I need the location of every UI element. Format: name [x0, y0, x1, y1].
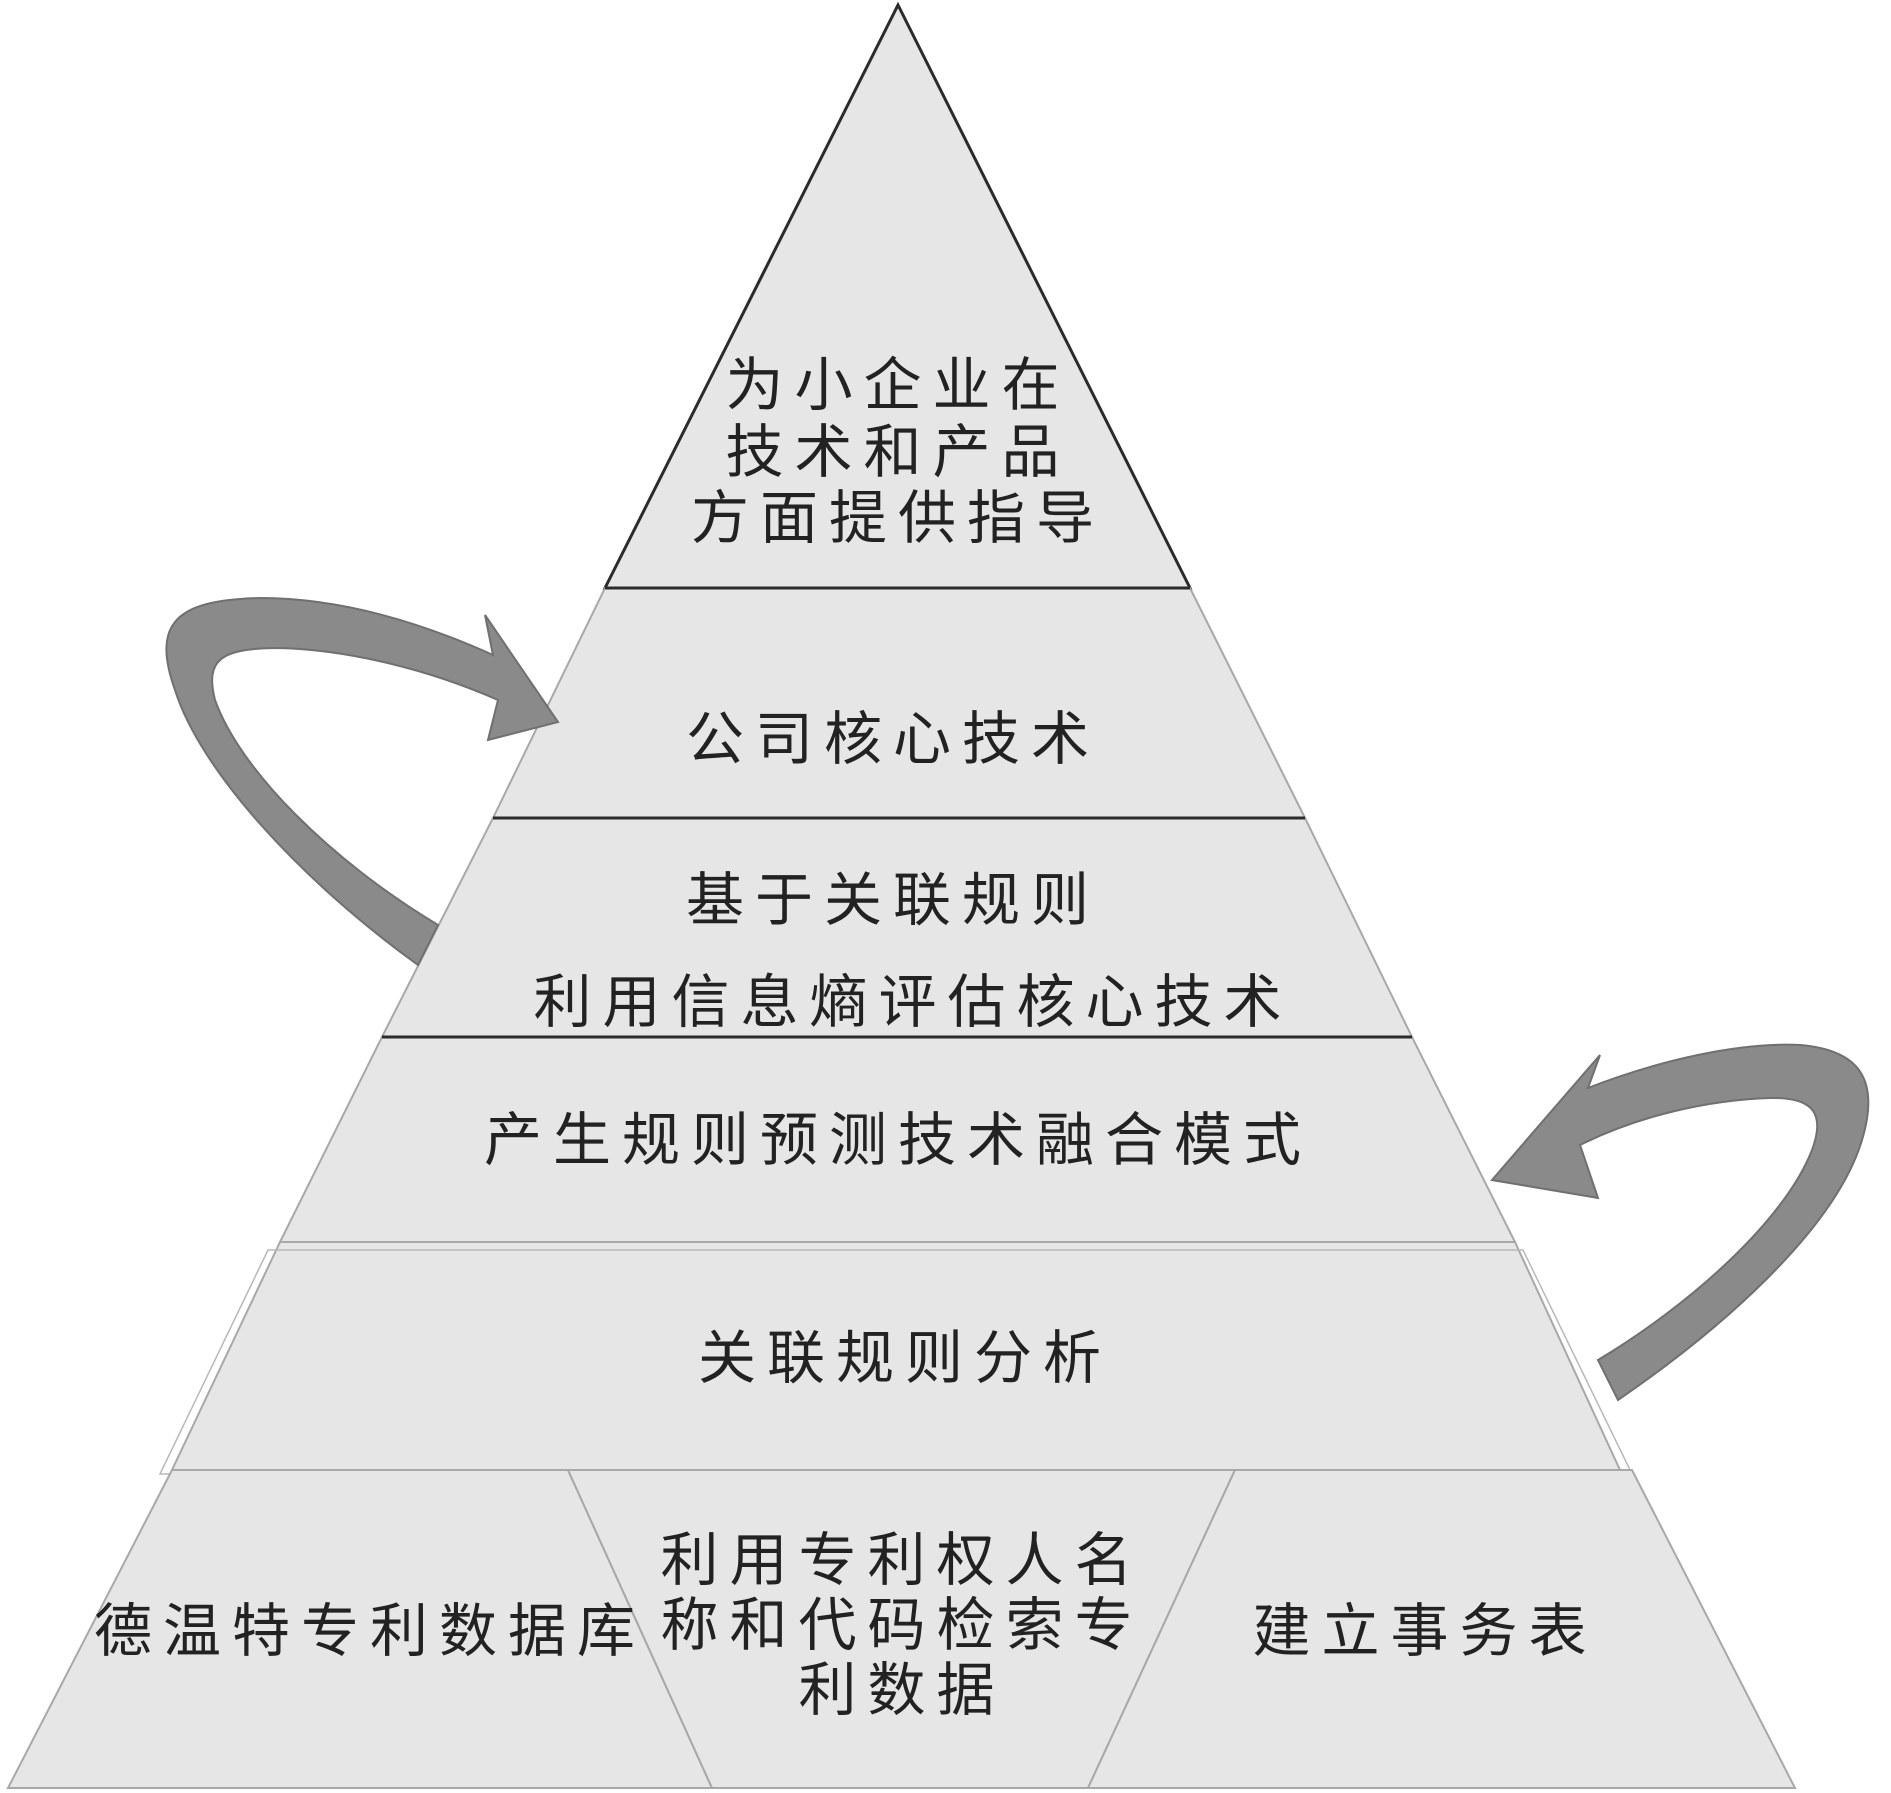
right-cycle-arrow [1490, 1043, 1870, 1402]
left-cycle-arrow [165, 596, 560, 967]
base-left-label: 德温特专利数据库 [94, 1598, 646, 1665]
tier-entropy-line-2: 利用信息熵评估核心技术 [533, 967, 1293, 1036]
tier-entropy-label: 基于关联规则 利用信息熵评估核心技术 [493, 850, 1292, 1053]
tier-top-label: 为小企业在 技术和产品 方面提供指导 [691, 352, 1105, 552]
base-middle-line-3: 利数据 [798, 1655, 1006, 1724]
tier-top-line-2: 技术和产品 [725, 417, 1071, 486]
tier-entropy-line-1: 基于关联规则 [685, 866, 1101, 934]
base-middle-line-2: 称和代码检索专 [660, 1590, 1144, 1659]
base-right-shape [1086, 1469, 1797, 1789]
tier-core-text: 公司核心技术 [685, 705, 1101, 773]
tier-fusion-text: 产生规则预测技术融合模式 [483, 1106, 1313, 1174]
tier-analysis-text: 关联规则分析 [697, 1324, 1113, 1392]
tier-core-shape [491, 587, 1307, 819]
tier-top-line-1: 为小企业在 [725, 351, 1071, 419]
base-middle-line-1: 利用专利权人名 [660, 1526, 1144, 1594]
base-middle-label: 利用专利权人名 称和代码检索专 利数据 [660, 1528, 1143, 1723]
base-right-text: 建立事务表 [1252, 1597, 1598, 1665]
base-right-label: 建立事务表 [1252, 1598, 1597, 1665]
tier-analysis-label: 关联规则分析 [698, 1325, 1112, 1392]
tier-top-line-3: 方面提供指导 [690, 484, 1106, 553]
base-left-text: 德温特专利数据库 [93, 1597, 647, 1665]
tier-core-label: 公司核心技术 [686, 706, 1100, 773]
tier-fusion-label: 产生规则预测技术融合模式 [484, 1107, 1312, 1174]
